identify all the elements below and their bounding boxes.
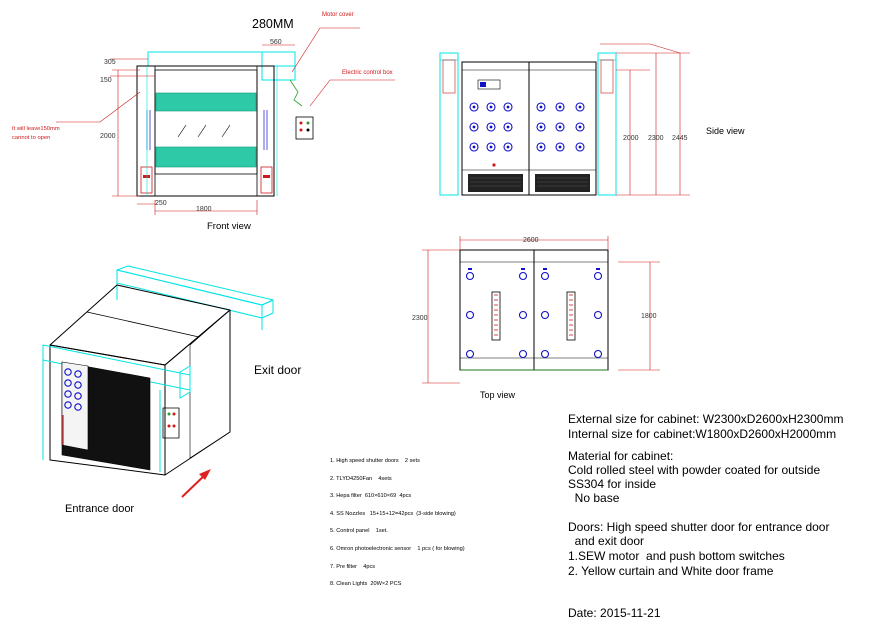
- parts-item: 7. Pre filter 4pcs: [330, 563, 376, 570]
- front-title-280: 280MM: [252, 17, 294, 31]
- parts-list: 1. High speed shutter doors 2 sets 2. TL…: [330, 458, 465, 599]
- parts-item: 4. SS Nozzles 15+15+12=42pcs (3-side blo…: [330, 510, 456, 517]
- side-dim-2000: 2000: [623, 135, 639, 142]
- side-dim-2300: 2300: [648, 135, 664, 142]
- spec-doors-curtain: 2. Yellow curtain and White door frame: [568, 564, 774, 578]
- parts-item: 3. Hepa filter 610×610×69 4pcs: [330, 493, 412, 500]
- top-dim-1800: 1800: [641, 313, 657, 320]
- front-view: 280MM Motor cover Electric control box 5…: [12, 12, 395, 232]
- side-dim-2445: 2445: [672, 135, 688, 142]
- top-dim-2300: 2300: [412, 315, 428, 322]
- control-box-label: Electric control box: [342, 70, 393, 76]
- parts-item: 1. High speed shutter doors 2 sets: [330, 458, 420, 464]
- isometric-view: Exit door Entrance door: [42, 265, 301, 515]
- spec-material-inside: SS304 for inside: [568, 477, 657, 491]
- spec-material-outside: Cold rolled steel with powder coated for…: [568, 463, 821, 477]
- spec-date: Date: 2015-11-21: [568, 606, 661, 620]
- parts-item: 2. TLYD4250Fan 4sets: [330, 475, 392, 482]
- dim-1800: 1800: [196, 206, 212, 213]
- spec-material-base: No base: [568, 491, 620, 505]
- top-dim-2600: 2600: [523, 237, 539, 244]
- dim-560: 560: [270, 39, 282, 46]
- motor-cover-label: Motor cover: [322, 12, 354, 18]
- spec-doors-exit: and exit door: [568, 534, 645, 548]
- exit-door-label: Exit door: [254, 363, 301, 377]
- top-view-caption: Top view: [480, 390, 516, 400]
- side-view-caption: Side view: [706, 126, 745, 136]
- note-line-2: cannot to open: [12, 135, 50, 141]
- note-line-1: It will leave150mm: [12, 126, 60, 132]
- top-view: 2600 2300 1800 Top view: [412, 236, 660, 400]
- spec-internal: Internal size for cabinet:W1800xD2600xH2…: [568, 427, 837, 441]
- dim-250: 250: [155, 200, 167, 207]
- parts-item: 5. Control panel 1set.: [330, 528, 388, 535]
- spec-external: External size for cabinet: W2300xD2600xH…: [568, 412, 844, 426]
- parts-item: 6. Omron photoelectronic sensor 1 pcs ( …: [330, 545, 465, 552]
- spec-doors-motor: 1.SEW motor and push bottom switches: [568, 549, 785, 563]
- parts-item: 8. Clean Lights 20W×2 PCS: [330, 581, 402, 588]
- dim-305: 305: [104, 59, 116, 66]
- entrance-door-label: Entrance door: [65, 503, 134, 515]
- dim-150: 150: [100, 77, 112, 84]
- dim-2000: 2000: [100, 133, 116, 140]
- spec-doors-title: Doors: High speed shutter door for entra…: [568, 520, 830, 534]
- front-view-caption: Front view: [207, 221, 251, 232]
- spec-material-title: Material for cabinet:: [568, 449, 674, 463]
- side-view: 2000 2300 2445 Side view: [439, 43, 745, 196]
